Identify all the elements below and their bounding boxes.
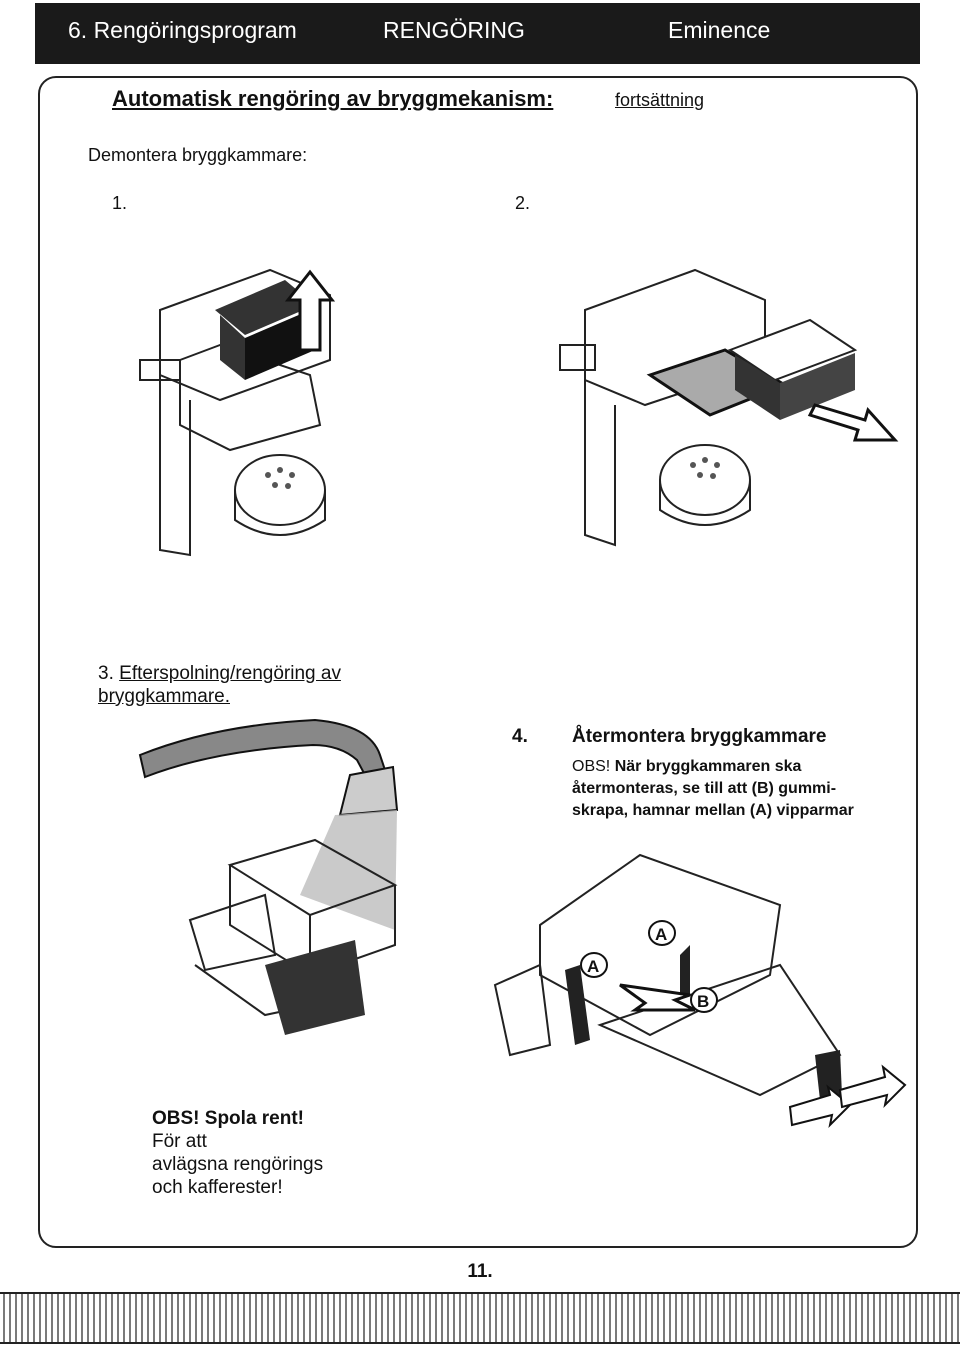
continued-label: fortsättning: [615, 90, 705, 110]
step-4-title: Återmontera bryggkammare: [572, 726, 827, 747]
step-3-text: 3. Efterspolning/rengöring av bryggkamma…: [98, 662, 418, 708]
rinse-title: OBS! Spola rent!: [152, 1108, 305, 1129]
reassembly-illustration: A A B: [493, 853, 907, 1129]
label-a-left: A: [587, 957, 599, 976]
page-title: Automatisk rengöring av bryggmekanism:: [112, 86, 554, 111]
brewing-unit-illustration-2: [559, 268, 899, 547]
brewing-unit-illustration-1: [139, 268, 336, 557]
step-1-number: 1.: [112, 193, 128, 213]
page-number: 11.: [467, 1261, 493, 1282]
step-3-number: 3.: [98, 663, 114, 684]
note-obs-label: OBS!: [572, 758, 611, 775]
subtitle: Demontera bryggkammare:: [88, 145, 308, 165]
step-3-description: Efterspolning/rengöring av bryggkammare.: [98, 663, 341, 707]
label-a-top: A: [655, 925, 667, 944]
rinse-note: OBS! Spola rent! För att avlägsna rengör…: [152, 1107, 323, 1199]
footer-hatch-pattern: [0, 1292, 960, 1344]
step-4-number: 4.: [512, 726, 528, 747]
rinse-line-1: För att: [152, 1131, 207, 1152]
rinse-line-2: avlägsna rengörings: [152, 1154, 324, 1175]
rinsing-illustration: [138, 718, 399, 1035]
section-title: RENGÖRING: [383, 17, 525, 43]
chapter-title: 6. Rengöringsprogram: [68, 17, 297, 43]
step-2-number: 2.: [515, 193, 531, 213]
model-name: Eminence: [668, 17, 771, 43]
page-header: 6. Rengöringsprogram RENGÖRING Eminence: [35, 3, 920, 64]
step-4-note: OBS! När bryggkammaren ska återmonteras,…: [572, 756, 892, 822]
note-text: När bryggkammaren ska återmonteras, se t…: [572, 758, 854, 819]
label-b: B: [697, 992, 709, 1011]
content-frame: [38, 76, 918, 1248]
rinse-line-3: och kafferester!: [152, 1177, 283, 1198]
